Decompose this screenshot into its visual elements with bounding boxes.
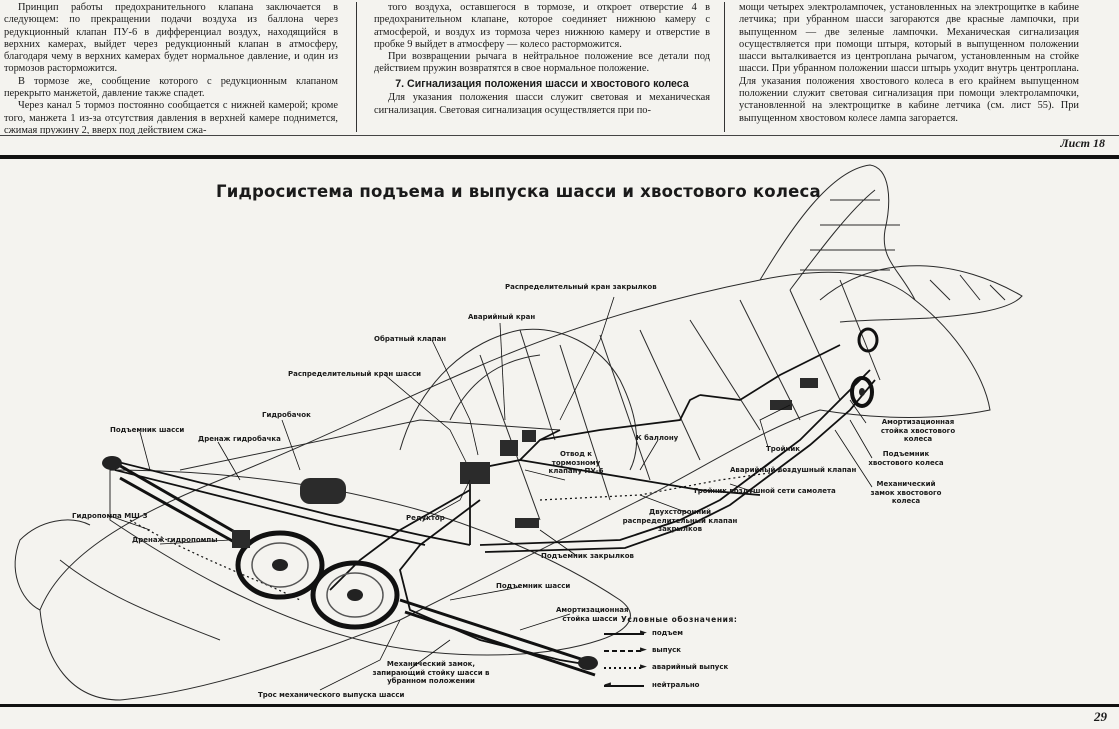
label-reservoir: Гидробачок bbox=[262, 411, 311, 419]
arrow-right-icon: ► bbox=[640, 662, 647, 672]
paragraph: мощи четырех электролампочек, установлен… bbox=[739, 2, 1079, 124]
label-brake-branch: Отвод к тормозному клапану ПУ-6 bbox=[548, 450, 604, 475]
legend-line-dotted bbox=[604, 667, 644, 669]
diagram-frame-top bbox=[0, 155, 1119, 159]
main-wheel-right bbox=[310, 560, 400, 630]
legend-item-neutral: ◄ нейтрально bbox=[604, 680, 744, 692]
label-two-way-valve: Двухсторонний распределительный клапан з… bbox=[622, 508, 738, 533]
label-emergency-valve: Аварийный кран bbox=[468, 313, 536, 321]
label-check-valve: Обратный клапан bbox=[374, 335, 447, 343]
text-column-2: того воздуха, оставшегося в тормозе, и о… bbox=[374, 2, 710, 134]
text-column-1: Принцип работы предохранительного клапан… bbox=[4, 2, 338, 134]
legend-label: выпуск bbox=[652, 646, 682, 654]
legend-line-solid bbox=[604, 633, 644, 635]
legend-item-emergency: ► аварийный выпуск bbox=[604, 662, 744, 674]
arrow-left-icon: ◄ bbox=[604, 680, 611, 690]
paragraph: При возвращении рычага в нейтральное пол… bbox=[374, 51, 710, 75]
section-heading: 7. Сигнализация положения шасси и хвосто… bbox=[395, 77, 689, 90]
column-divider bbox=[724, 2, 725, 132]
main-wheel-left bbox=[235, 530, 325, 600]
legend-line-solid bbox=[604, 685, 644, 687]
label-mech-lock: Механический замок, запирающий стойку ша… bbox=[372, 660, 490, 685]
legend-label: аварийный выпуск bbox=[652, 663, 729, 671]
hydraulic-system-diagram bbox=[14, 164, 1023, 701]
emergency-lines bbox=[129, 469, 791, 601]
label-air-tee: Тройник воздушной сети самолета bbox=[693, 487, 836, 495]
gear-end-caps bbox=[102, 456, 598, 670]
paragraph: того воздуха, оставшегося в тормозе, и о… bbox=[374, 2, 710, 50]
diagram-frame-bottom bbox=[0, 704, 1119, 707]
label-tail-lock: Механический замок хвостового колеса bbox=[870, 480, 942, 505]
legend-item-lift: ► подъем bbox=[604, 628, 744, 640]
legend-title: Условные обозначения: bbox=[621, 615, 738, 624]
label-flap-valve: Распределительный кран закрылков bbox=[505, 283, 657, 291]
paragraph: Принцип работы предохранительного клапан… bbox=[4, 2, 338, 75]
selector-valve-block bbox=[460, 462, 490, 484]
components bbox=[232, 378, 818, 548]
label-gear-valve: Распределительный кран шасси bbox=[288, 370, 422, 378]
aircraft-outline bbox=[14, 164, 1023, 701]
column-divider bbox=[356, 2, 357, 132]
label-tee: Тройник bbox=[766, 445, 800, 453]
label-reducer: Редуктор bbox=[406, 514, 445, 522]
label-main-strut: Амортизационная стойка шасси bbox=[556, 606, 629, 623]
label-emergency-air-valve: Аварийный воздушный клапан bbox=[730, 466, 857, 474]
legend-line-dashed bbox=[604, 650, 644, 652]
paragraph: В тормозе же, сообщение которого с редук… bbox=[4, 75, 338, 100]
label-flap-lift: Подъемник закрылков bbox=[541, 552, 634, 560]
label-tail-strut: Амортизационная стойка хвостового колеса bbox=[880, 418, 956, 443]
text-column-3: мощи четырех электролампочек, установлен… bbox=[739, 2, 1079, 134]
label-gear-lift-right: Подъемник шасси bbox=[496, 582, 571, 590]
tail-wheel bbox=[850, 376, 874, 408]
label-reservoir-drain: Дренаж гидробачка bbox=[198, 435, 281, 443]
hydraulic-lines bbox=[109, 344, 876, 666]
tail-wheel-top bbox=[857, 327, 879, 353]
leader-lines bbox=[109, 296, 873, 691]
arrow-right-icon: ► bbox=[640, 628, 647, 638]
label-cable: Трос механического выпуска шасси bbox=[258, 691, 405, 699]
legend-item-release: ► выпуск bbox=[604, 645, 744, 657]
arrow-right-icon: ► bbox=[640, 645, 647, 655]
paragraph: Для указания положения шасси служит свет… bbox=[374, 92, 710, 116]
label-to-cylinder: К баллону bbox=[636, 434, 679, 442]
label-pump-drain: Дренаж гидропомпы bbox=[132, 536, 218, 544]
hydraulic-reservoir bbox=[300, 478, 346, 504]
label-tail-lift: Подъемник хвостового колеса bbox=[868, 450, 944, 467]
label-gear-lift-left: Подъемник шасси bbox=[110, 426, 185, 434]
landing-gear bbox=[109, 458, 596, 677]
label-pump: Гидропомпа МШ-3 bbox=[72, 512, 148, 520]
paragraph: Через канал 5 тормоз постоянно сообщаетс… bbox=[4, 100, 338, 134]
diagram-title: Гидросистема подъема и выпуска шасси и х… bbox=[216, 182, 821, 201]
sheet-label: Лист 18 bbox=[1060, 136, 1105, 150]
page-number: 29 bbox=[1094, 709, 1107, 724]
legend-label: подъем bbox=[652, 629, 684, 637]
header-rule bbox=[0, 135, 1119, 136]
legend-label: нейтрально bbox=[652, 681, 700, 689]
